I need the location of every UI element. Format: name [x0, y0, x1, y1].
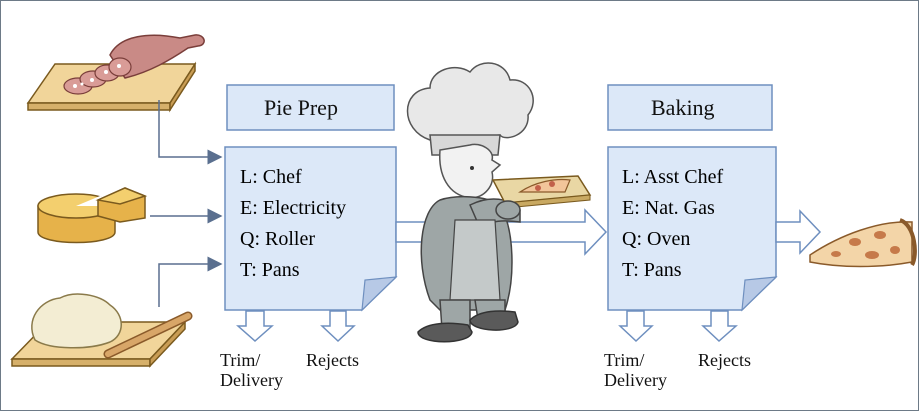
pizza-slice-icon	[809, 218, 917, 268]
pie-prep-output-rejects: Rejects	[306, 350, 359, 370]
baking-output-rejects: Rejects	[698, 350, 751, 370]
pie-prep-item-labor: L: Chef	[240, 166, 302, 188]
baking-title-box	[607, 84, 773, 131]
pie-prep-document	[224, 146, 398, 312]
baking-document	[607, 146, 778, 312]
baking-item-energy: E: Nat. Gas	[622, 197, 715, 219]
flow-arrow-out	[775, 209, 822, 255]
baking-title: Baking	[651, 95, 715, 120]
sausage-on-board-icon	[26, 34, 205, 113]
chef-figure-icon	[406, 62, 592, 343]
pie-prep-item-tools: T: Pans	[240, 259, 300, 281]
baking-item-equipment: Q: Oven	[622, 228, 691, 250]
pie-prep-item-equipment: Q: Roller	[240, 228, 315, 250]
input-arrows	[150, 100, 223, 307]
dough-with-rolling-pin-icon	[10, 293, 193, 368]
baking-output-trim: Trim/ Delivery	[604, 350, 667, 390]
baking-items: L: Asst Chef E: Nat. Gas Q: Oven T: Pans	[622, 162, 723, 286]
baking-item-tools: T: Pans	[622, 259, 682, 281]
cheese-wheel-icon	[37, 187, 148, 244]
pie-prep-title-box	[226, 84, 395, 131]
pie-prep-output-arrows	[236, 310, 356, 343]
pie-prep-item-energy: E: Electricity	[240, 197, 347, 219]
baking-item-labor: L: Asst Chef	[622, 166, 724, 188]
baking-output-arrows	[618, 310, 738, 343]
pie-prep-title: Pie Prep	[264, 95, 338, 120]
pie-prep-items: L: Chef E: Electricity Q: Roller T: Pans	[240, 162, 346, 286]
pie-prep-output-trim: Trim/ Delivery	[220, 350, 283, 390]
